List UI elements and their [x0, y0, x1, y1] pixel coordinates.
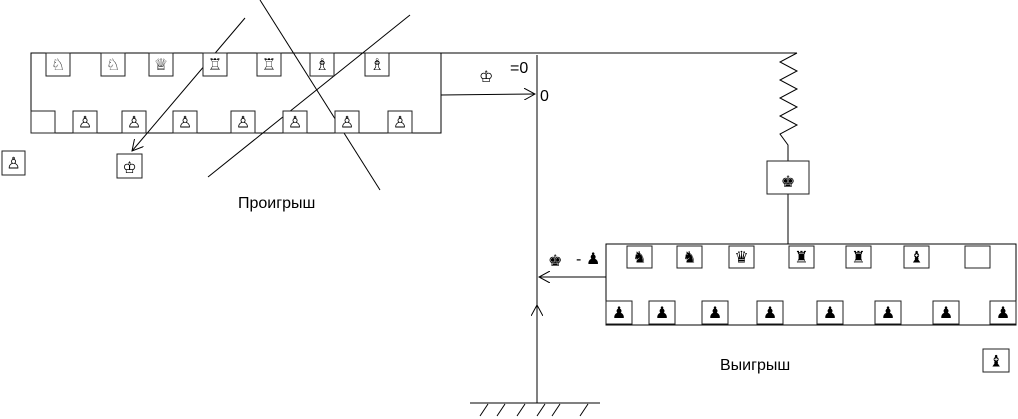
ground-hatch	[479, 403, 589, 417]
white-piece-top: ♘	[45, 52, 71, 77]
chess-piece-icon: ♟	[655, 303, 669, 322]
chess-piece-icon: ♟	[612, 303, 626, 322]
white-piece-top: ♗	[309, 52, 335, 77]
black-pawn-icon: ♟	[586, 249, 600, 268]
black-piece-top: ♝	[903, 245, 930, 269]
loose-white-pawn: ♙	[1, 150, 26, 176]
black-piece-bottom: ♟	[874, 300, 902, 325]
chess-piece-icon: ♘	[106, 55, 120, 74]
cross-line-2	[207, 14, 411, 178]
chess-piece-icon: ♟	[939, 303, 953, 322]
black-piece-top: ♜	[845, 245, 872, 269]
chess-piece-icon: ♙	[78, 112, 92, 131]
chess-piece-icon: ♟	[708, 303, 722, 322]
win-label: Выигрыш	[720, 357, 790, 374]
king-equals-zero: =0	[510, 60, 528, 77]
white-piece-bottom	[30, 110, 56, 134]
white-piece-bottom: ♙	[72, 110, 98, 134]
white-piece-top: ♗	[364, 52, 390, 77]
chess-piece-icon: ♟	[881, 303, 895, 322]
chess-piece-icon: ♙	[6, 153, 20, 172]
black-piece-top	[964, 245, 991, 269]
chess-piece-icon: ♙	[393, 112, 407, 131]
black-piece-bottom: ♟	[701, 300, 729, 325]
chess-piece-icon: ♖	[262, 55, 276, 74]
chess-piece-icon: ♙	[340, 112, 354, 131]
black-pieces-box	[605, 243, 1017, 326]
chess-piece-icon: ♖	[208, 55, 222, 74]
arrow-to-king	[132, 17, 246, 151]
black-piece-top: ♞	[626, 245, 653, 269]
cross-line-1	[259, 0, 381, 191]
white-piece-bottom: ♙	[387, 110, 413, 134]
chess-piece-icon: ♕	[154, 55, 168, 74]
white-piece-top: ♘	[100, 52, 126, 77]
black-piece-bottom: ♟	[648, 300, 676, 325]
chess-piece-icon: ♔	[122, 158, 136, 177]
chess-piece-icon: ♚	[781, 172, 795, 191]
black-piece-bottom: ♟	[989, 300, 1017, 325]
loose-black-bishop: ♝	[982, 348, 1010, 373]
black-piece-bottom: ♟	[932, 300, 960, 325]
lose-label: Проигрыш	[238, 195, 315, 212]
chess-piece-icon: ♜	[851, 247, 865, 266]
chess-piece-icon: ♝	[909, 247, 923, 266]
chess-piece-icon: ♗	[370, 55, 384, 74]
white-piece-bottom: ♙	[282, 110, 308, 134]
black-piece-bottom: ♟	[756, 300, 784, 325]
white-king-icon: ♔	[479, 67, 493, 86]
chess-piece-icon: ♟	[996, 303, 1010, 322]
chess-piece-icon: ♟	[823, 303, 837, 322]
chess-piece-icon: ♛	[734, 247, 748, 266]
black-piece-top: ♛	[728, 245, 755, 269]
black-king-icon: ♚	[548, 251, 562, 270]
black-piece-bottom: ♟	[816, 300, 844, 325]
chess-piece-icon: ♙	[288, 112, 302, 131]
white-piece-top: ♖	[202, 52, 228, 77]
minus-label: -	[576, 251, 581, 268]
white-piece-top: ♖	[256, 52, 282, 77]
chess-piece-icon: ♞	[682, 247, 696, 266]
white-piece-top: ♕	[148, 52, 174, 77]
arrow-right	[440, 94, 535, 95]
captured-white-king: ♔	[116, 153, 143, 179]
white-piece-bottom: ♙	[334, 110, 360, 134]
chess-piece-icon: ♙	[236, 112, 250, 131]
white-piece-bottom: ♙	[230, 110, 256, 134]
black-piece-bottom: ♟	[605, 300, 633, 325]
chess-piece-icon: ♙	[127, 112, 141, 131]
chess-piece-icon: ♟	[763, 303, 777, 322]
chess-piece-icon: ♜	[794, 247, 808, 266]
chess-piece-icon: ♙	[178, 112, 192, 131]
black-piece-top: ♜	[788, 245, 815, 269]
white-piece-bottom: ♙	[172, 110, 198, 134]
chess-piece-icon: ♝	[989, 351, 1003, 370]
chess-piece-icon: ♗	[315, 55, 329, 74]
spring	[778, 52, 799, 161]
chess-piece-icon: ♘	[51, 55, 65, 74]
chess-piece-icon: ♞	[632, 247, 646, 266]
white-piece-bottom: ♙	[121, 110, 147, 134]
hanging-black-king: ♚	[766, 160, 810, 195]
zero-label: 0	[540, 88, 549, 105]
black-piece-top: ♞	[676, 245, 703, 269]
